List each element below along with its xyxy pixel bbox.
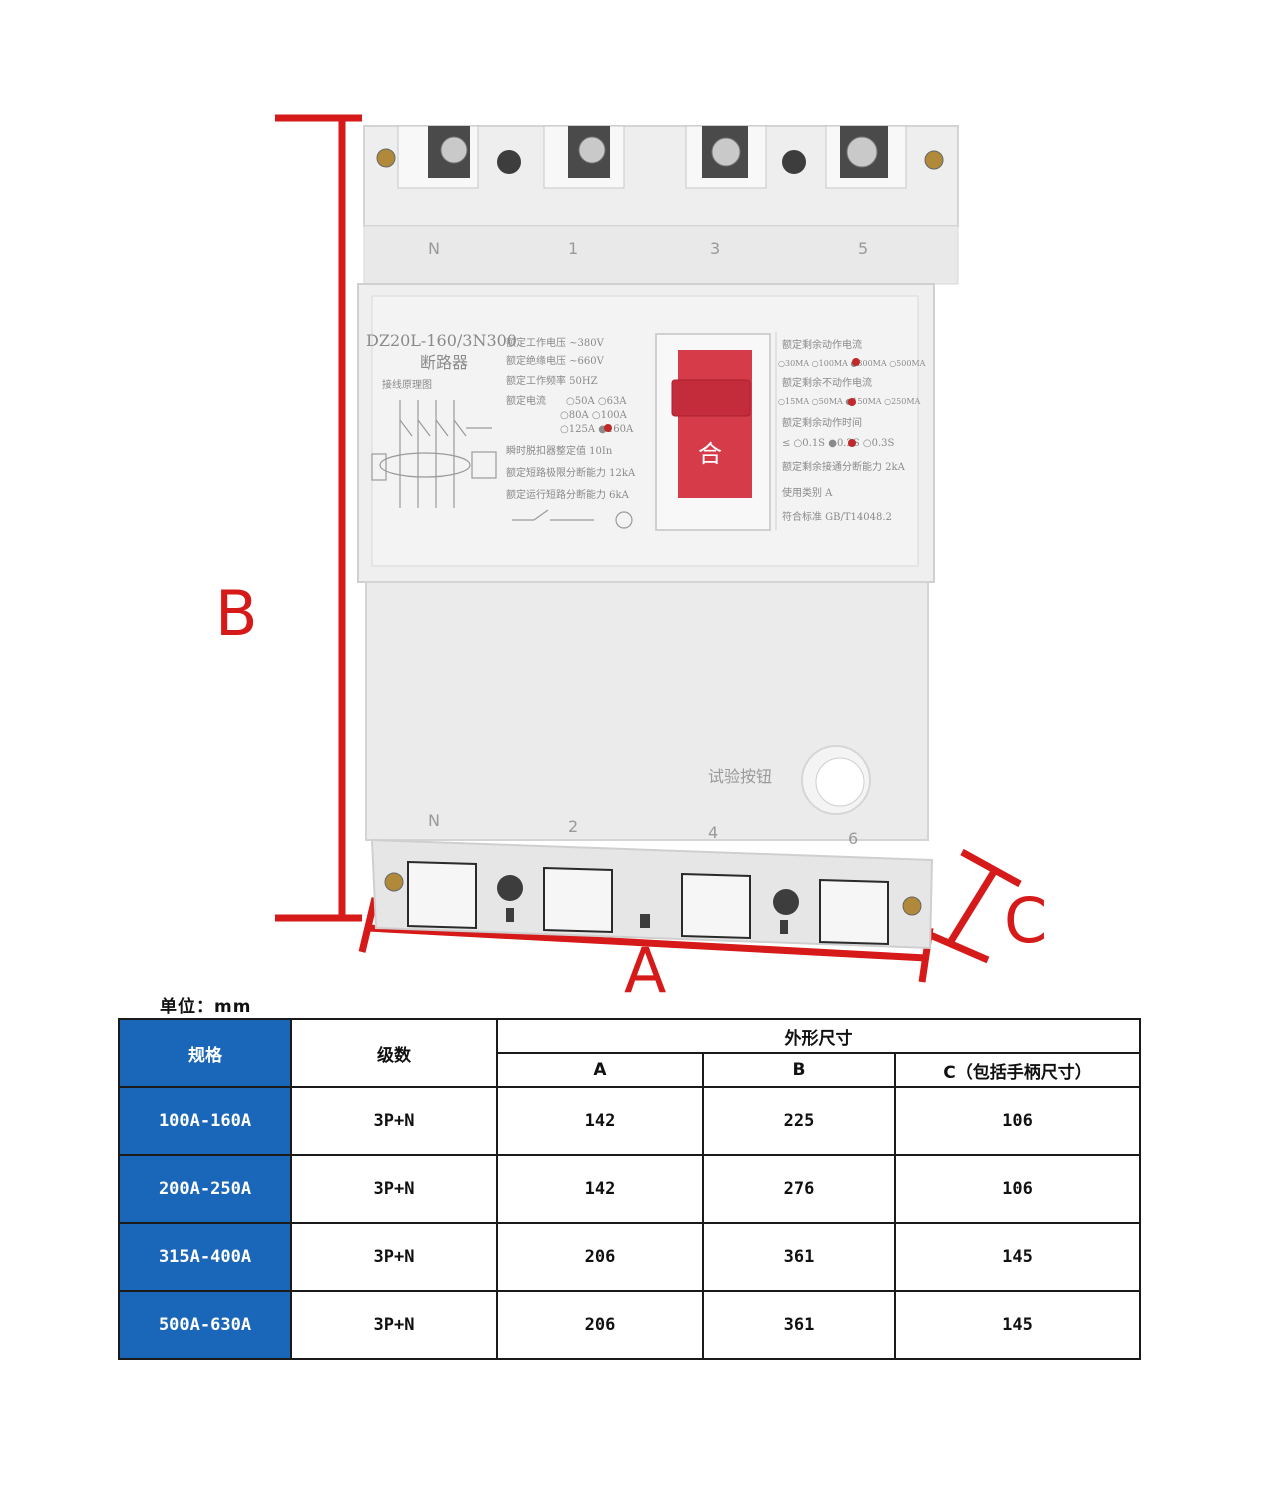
handle-window <box>678 350 752 498</box>
cell-poles: 3P+N <box>290 1086 498 1156</box>
test-button[interactable] <box>815 757 865 807</box>
cell-spec: 100A-160A <box>118 1086 292 1156</box>
cell-b: 276 <box>702 1154 896 1224</box>
bottom-terminal-label: 2 <box>568 817 578 836</box>
top-terminals <box>376 125 944 189</box>
top-terminal-label: 5 <box>858 239 868 258</box>
plate-line: 额定工作电压 ~380V <box>506 336 605 349</box>
diagram-label: 接线原理图 <box>382 378 432 391</box>
cell-a: 142 <box>496 1086 704 1156</box>
switch-symbol <box>512 509 633 529</box>
header-a: A <box>496 1052 704 1088</box>
plate-line: 瞬时脱扣器整定值 10In <box>506 444 613 457</box>
top-terminal-label: 1 <box>568 239 578 258</box>
plate-line: 额定工作频率 50HZ <box>506 374 598 387</box>
dimension-table: 规格 级数 外形尺寸 A B C（包括手柄尺寸） 100A-160A 3P+N … <box>118 1018 1142 1360</box>
plate-line: 额定绝缘电压 ~660V <box>506 354 605 367</box>
top-terminal-label: 3 <box>710 239 720 258</box>
cell-poles: 3P+N <box>290 1290 498 1360</box>
plate-line: 使用类别 A <box>782 486 833 499</box>
cell-c: 106 <box>893 1086 1142 1156</box>
cell-a: 142 <box>496 1154 704 1224</box>
cell-b: 361 <box>702 1222 896 1292</box>
cell-poles: 3P+N <box>290 1154 498 1224</box>
header-poles: 级数 <box>290 1018 498 1088</box>
table-row: 500A-630A 3P+N 206 361 145 <box>118 1290 1142 1360</box>
dimension-b-label: B <box>215 577 258 650</box>
bottom-terminals <box>384 860 922 946</box>
cell-spec: 200A-250A <box>118 1154 292 1224</box>
cell-b: 225 <box>702 1086 896 1156</box>
handle-label: 合 <box>698 440 722 468</box>
wiring-diagram <box>371 400 497 508</box>
device-type: 断路器 <box>420 353 468 372</box>
header-c: C（包括手柄尺寸） <box>893 1052 1142 1088</box>
cell-poles: 3P+N <box>290 1222 498 1292</box>
right-plate: 额定剩余动作电流 ○30MA ○100MA ●300MA ○500MA 额定剩余… <box>775 332 926 530</box>
plate-line: 额定运行短路分断能力 6kA <box>506 488 630 501</box>
cell-c: 106 <box>893 1154 1142 1224</box>
breaker-figure: B A C <box>215 114 1047 1000</box>
header-spec: 规格 <box>118 1018 292 1088</box>
plate-line: 额定剩余接通分断能力 2kA <box>782 460 906 473</box>
cell-a: 206 <box>496 1290 704 1360</box>
plate-line: 额定剩余动作时间 <box>782 416 862 429</box>
test-button-label: 试验按钮 <box>708 767 772 786</box>
dimension-a-label: A <box>624 934 666 1000</box>
cell-b: 361 <box>702 1290 896 1360</box>
current-option: ○125A ●160A <box>560 424 634 435</box>
plate-line: 符合标准 GB/T14048.2 <box>782 510 892 523</box>
unit-label: 单位：mm <box>160 997 252 1017</box>
cell-a: 206 <box>496 1222 704 1292</box>
model-number: DZ20L-160/3N300 <box>366 331 517 350</box>
cell-spec: 315A-400A <box>118 1222 292 1292</box>
plate-line: 额定剩余不动作电流 <box>782 376 872 389</box>
bottom-terminal-label: 4 <box>708 823 718 842</box>
table-row: 315A-400A 3P+N 206 361 145 <box>118 1222 1142 1292</box>
current-option: ○50A ○63A <box>566 396 627 407</box>
header-dimensions: 外形尺寸 <box>495 1018 1142 1054</box>
bottom-terminal-label: 6 <box>848 829 858 848</box>
top-terminal-label: N <box>428 239 440 258</box>
bottom-terminal-label: N <box>428 811 440 830</box>
plate-line: ≤ ○0.1S ●0.2S ○0.3S <box>782 438 895 449</box>
cell-spec: 500A-630A <box>118 1290 292 1360</box>
selected-current-dot <box>604 424 612 432</box>
dimension-c: C <box>926 848 1047 964</box>
plate-line: ○30MA ○100MA ●300MA ○500MA <box>778 359 926 368</box>
header-b: B <box>702 1052 896 1088</box>
dimension-b: B <box>215 114 362 922</box>
table-row: 100A-160A 3P+N 142 225 106 <box>118 1086 1142 1156</box>
cell-c: 145 <box>893 1222 1142 1292</box>
cell-c: 145 <box>893 1290 1142 1360</box>
plate-line: 额定剩余动作电流 <box>782 338 862 351</box>
current-label: 额定电流 <box>506 394 546 407</box>
table-row: 200A-250A 3P+N 142 276 106 <box>118 1154 1142 1224</box>
breaker-handle[interactable] <box>671 379 751 417</box>
breaker-body: N 1 3 5 DZ20L-160/3N300 断路器 接线原理图 额定工作电压… <box>357 125 959 950</box>
dimension-c-label: C <box>1004 884 1047 957</box>
current-option: ○80A ○100A <box>560 410 628 421</box>
plate-line: 额定短路极限分断能力 12kA <box>506 466 636 479</box>
